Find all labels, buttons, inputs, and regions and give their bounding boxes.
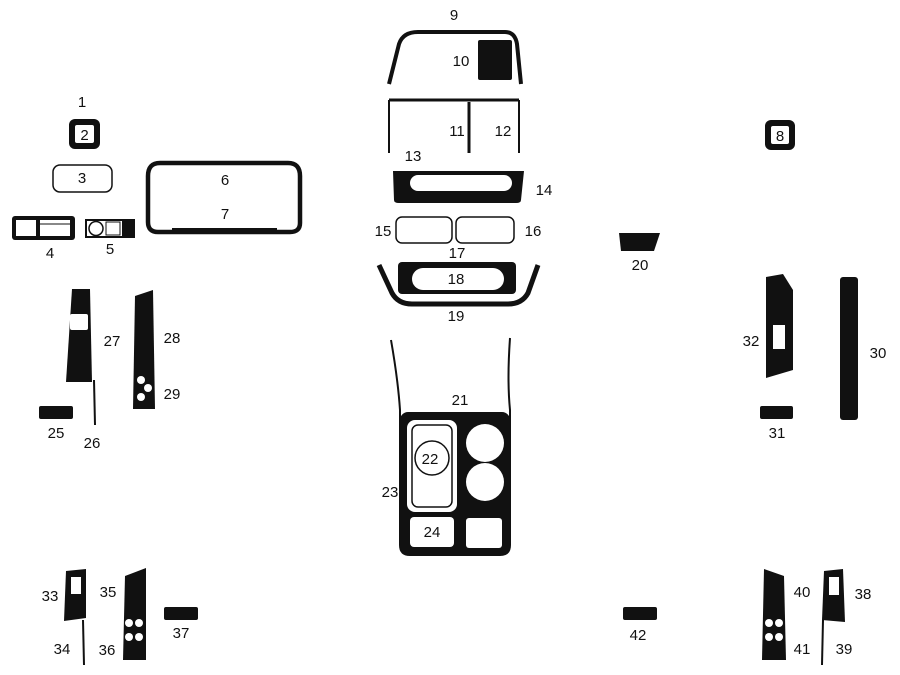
part-8-shape: [765, 120, 795, 150]
label-1: 1: [78, 94, 86, 111]
label-19: 19: [448, 308, 465, 325]
label-38: 38: [855, 586, 872, 603]
label-18: 18: [448, 271, 465, 288]
label-20: 20: [632, 257, 649, 274]
part-15-shape: [395, 216, 453, 244]
label-29: 29: [164, 386, 181, 403]
part-14-shape: [393, 171, 524, 203]
part-3-shape: [52, 164, 113, 193]
label-10: 10: [453, 53, 470, 70]
part-40-41-shape: [762, 569, 786, 660]
label-42: 42: [630, 627, 647, 644]
label-28: 28: [164, 330, 181, 347]
part-42-shape: [623, 607, 657, 620]
label-4: 4: [46, 245, 54, 262]
part-2-shape: [69, 119, 100, 149]
label-31: 31: [769, 425, 786, 442]
part-21-24-shape: [390, 337, 511, 556]
label-16: 16: [525, 223, 542, 240]
label-6: 6: [221, 172, 229, 189]
part-9-10-shape: [387, 30, 523, 85]
label-26: 26: [84, 435, 101, 452]
label-36: 36: [99, 642, 116, 659]
label-8: 8: [776, 128, 784, 145]
label-12: 12: [495, 123, 512, 140]
part-30-shape: [840, 277, 858, 420]
label-5: 5: [106, 241, 114, 258]
label-3: 3: [78, 170, 86, 187]
part-31-shape: [760, 406, 793, 419]
part-35-36-shape: [123, 568, 146, 660]
label-25: 25: [48, 425, 65, 442]
label-24: 24: [424, 524, 441, 541]
label-22: 22: [422, 451, 439, 468]
part-20-shape: [619, 233, 660, 251]
label-14: 14: [536, 182, 553, 199]
label-21: 21: [452, 392, 469, 409]
label-2: 2: [80, 127, 88, 144]
label-7: 7: [221, 206, 229, 223]
part-11-13-shape: [388, 98, 520, 153]
label-32: 32: [743, 333, 760, 350]
label-23: 23: [382, 484, 399, 501]
label-27: 27: [104, 333, 121, 350]
part-26-27-shape: [66, 289, 96, 426]
part-6-7-shape: [145, 160, 303, 235]
part-28-29-shape: [133, 290, 155, 409]
label-35: 35: [100, 584, 117, 601]
label-40: 40: [794, 584, 811, 601]
part-labels: 1 2 3 4 5 6 7 8 9 10 11 12 13 14 15 16 1…: [42, 7, 887, 659]
part-4-shape: [12, 216, 75, 240]
label-39: 39: [836, 641, 853, 658]
part-18-19-shape: [376, 262, 541, 307]
part-5-shape: [85, 219, 135, 238]
label-34: 34: [54, 641, 71, 658]
label-11: 11: [449, 123, 465, 140]
label-37: 37: [173, 625, 190, 642]
label-30: 30: [870, 345, 887, 362]
label-9: 9: [450, 7, 458, 24]
label-13: 13: [405, 148, 422, 165]
label-41: 41: [794, 641, 811, 658]
part-32-shape: [766, 274, 793, 378]
label-17: 17: [449, 245, 466, 262]
part-16-shape: [455, 216, 515, 244]
part-33-34-shape: [64, 569, 86, 666]
label-33: 33: [42, 588, 59, 605]
part-38-39-shape: [821, 569, 845, 666]
label-15: 15: [375, 223, 392, 240]
part-37-shape: [164, 607, 198, 620]
part-25-shape: [39, 406, 73, 419]
